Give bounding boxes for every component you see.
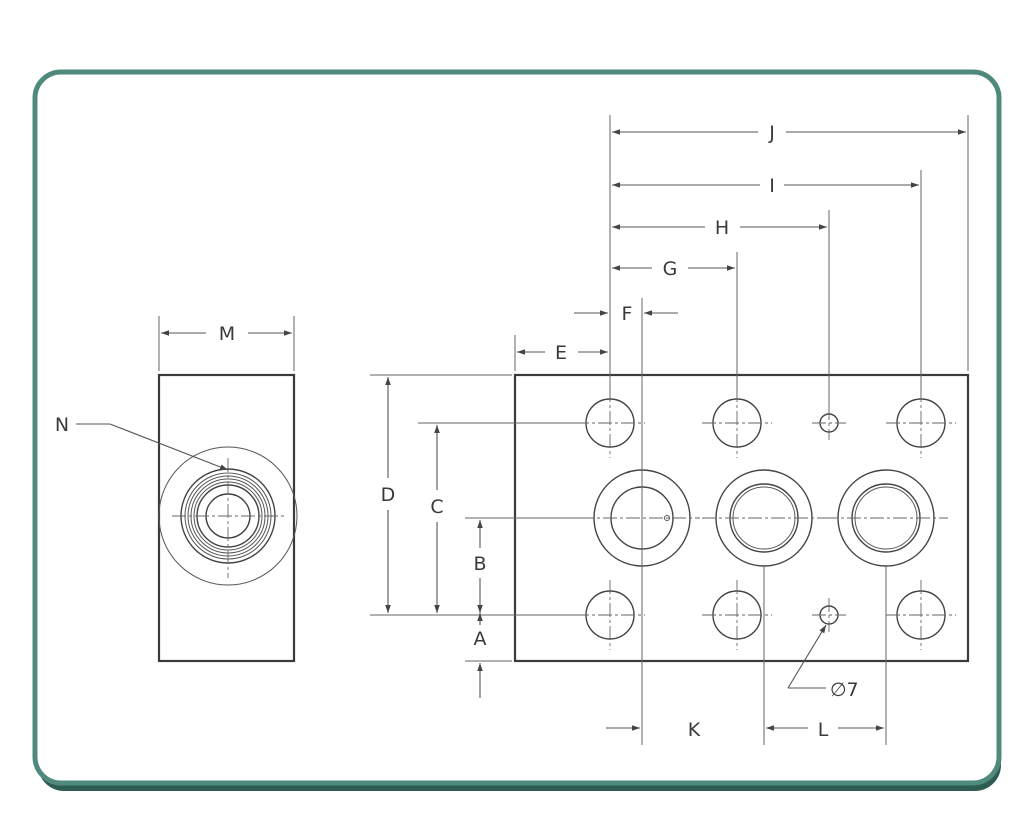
label-k: K (688, 719, 701, 741)
frame (32, 69, 1002, 786)
label-i: I (769, 175, 775, 197)
label-c: C (430, 496, 443, 518)
label-f: F (622, 303, 633, 325)
n-leader-2 (109, 423, 229, 471)
label-n: N (55, 414, 69, 436)
front-view: J I H G F E D C (370, 115, 970, 745)
label-d: D (381, 484, 396, 506)
label-j: J (768, 122, 775, 144)
hole-note: ∅7 (830, 679, 859, 701)
bolt-hole-bottom-3 (886, 580, 956, 650)
label-l: L (818, 719, 829, 741)
bolt-hole-bottom-1 (575, 580, 645, 650)
bolt-hole-bottom-2 (702, 580, 772, 650)
label-a: A (474, 628, 487, 650)
label-h: H (715, 217, 729, 239)
label-g: G (663, 258, 678, 280)
side-port-outer (158, 446, 298, 586)
label-m: M (219, 323, 235, 345)
side-view: M N (55, 316, 298, 663)
label-e: E (555, 342, 567, 364)
label-b: B (473, 553, 486, 575)
small-hole-bottom (812, 598, 846, 632)
hole-note-leader-2 (787, 624, 827, 689)
